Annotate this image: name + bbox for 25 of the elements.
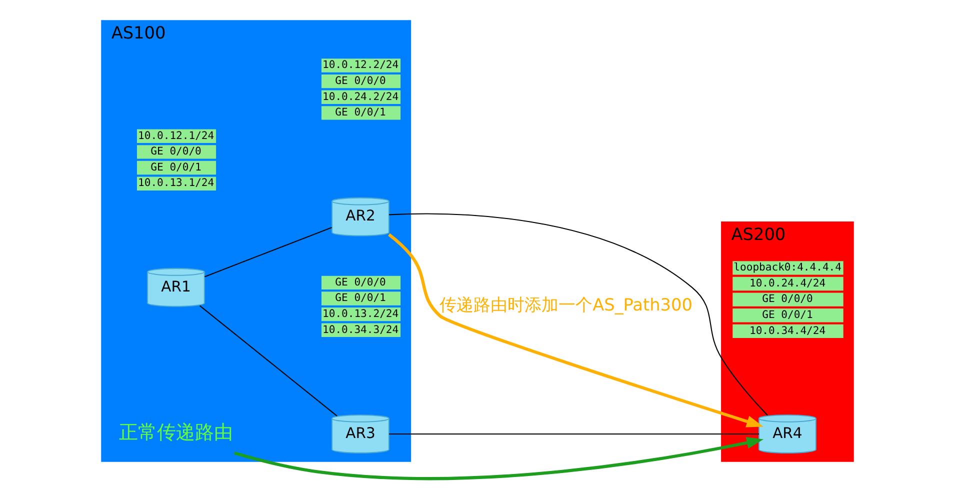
node-label: loopback0:4.4.4.4 — [733, 262, 841, 274]
node-label: 10.0.34.3/24 — [322, 324, 398, 336]
node-label: 10.0.13.1/24 — [138, 177, 214, 190]
connector — [198, 305, 337, 416]
node-label: GE 0/0/1 — [150, 161, 201, 174]
node-label: GE 0/0/0 — [762, 293, 812, 306]
connector — [388, 213, 768, 416]
node-label: 10.0.24.4/24 — [749, 277, 826, 290]
node-label: GE 0/0/0 — [334, 276, 386, 288]
node-label: 10.0.12.2/24 — [322, 59, 398, 72]
edge-label: 传递路由时添加一个AS_Path300 — [439, 294, 692, 314]
node-label: GE 0/0/1 — [334, 292, 386, 304]
node-label: 10.0.13.2/24 — [322, 308, 398, 320]
node-label: 10.0.24.2/24 — [322, 90, 398, 103]
node-label: 10.0.12.1/24 — [138, 130, 214, 142]
node-label: GE 0/0/0 — [150, 146, 201, 158]
node-label: GE 0/0/0 — [334, 74, 386, 87]
node-text: 正常传递路由 — [118, 422, 232, 444]
connector — [204, 227, 332, 278]
arrow — [233, 436, 764, 480]
node-label: GE 0/0/1 — [334, 106, 386, 119]
node-label: 10.0.34.4/24 — [749, 324, 826, 337]
connector — [388, 433, 758, 434]
arrow — [387, 233, 763, 428]
node-label: GE 0/0/1 — [762, 309, 812, 322]
